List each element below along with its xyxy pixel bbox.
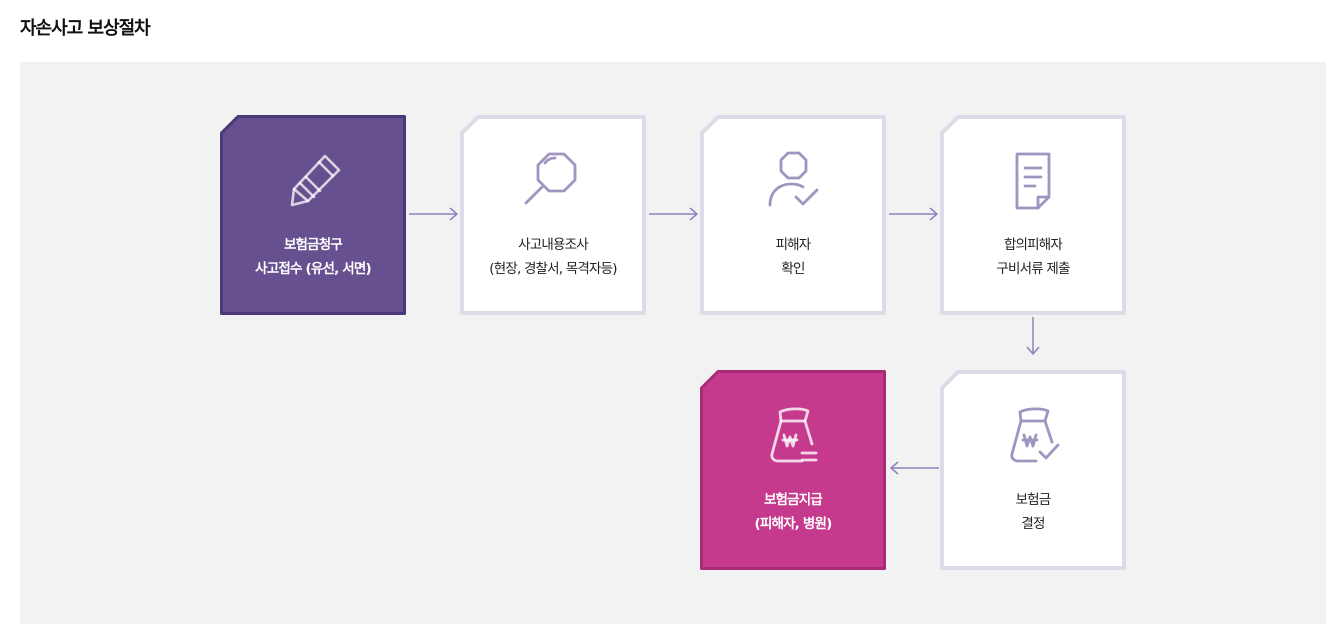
document-icon [1015, 152, 1051, 210]
step-subtitle: (현장, 경찰서, 목격자등) [489, 261, 617, 277]
step-subtitle: 결정 [1021, 516, 1045, 532]
step-title: 보험금지급 [763, 492, 823, 508]
arrow-right-icon [649, 207, 699, 221]
step-title: 보험금청구 [283, 237, 343, 253]
step-title: 사고내용조사 [518, 237, 589, 253]
step-title: 보험금 [1015, 492, 1052, 508]
step-label: 합의피해자 구비서류 제출 [940, 233, 1126, 281]
magnifier-icon [524, 152, 577, 205]
page-title: 자손사고 보상절차 [20, 18, 151, 39]
card-shape [460, 115, 646, 315]
step-card-victim-check: 피해자 확인 [700, 115, 886, 315]
arrow-left-icon [889, 461, 939, 475]
arrow-right-icon [409, 207, 459, 221]
step-label: 사고내용조사 (현장, 경찰서, 목격자등) [460, 233, 646, 281]
step-title: 피해자 [775, 237, 812, 253]
step-subtitle: 사고접수 (유선, 서면) [255, 261, 372, 277]
step-card-decision: 보험금 결정 [940, 370, 1126, 570]
card-shape [700, 115, 886, 315]
arrow-right-icon [889, 207, 939, 221]
money-bag-check-icon [1010, 407, 1060, 463]
pencil-icon [290, 154, 341, 207]
step-title: 합의피해자 [1003, 237, 1063, 253]
card-shape [220, 115, 406, 315]
step-card-investigation: 사고내용조사 (현장, 경찰서, 목격자등) [460, 115, 646, 315]
step-card-payment: 보험금지급 (피해자, 병원) [700, 370, 886, 570]
step-label: 보험금 결정 [940, 488, 1126, 536]
process-panel: 보험금청구 사고접수 (유선, 서면) 사고내용조사 (현장, 경찰서, 목격자… [20, 62, 1326, 624]
step-card-claim: 보험금청구 사고접수 (유선, 서면) [220, 115, 406, 315]
step-subtitle: 구비서류 제출 [996, 261, 1070, 277]
step-label: 보험금청구 사고접수 (유선, 서면) [220, 233, 406, 281]
card-shape [940, 115, 1126, 315]
step-label: 피해자 확인 [700, 233, 886, 281]
money-bag-payment-icon [770, 407, 818, 463]
step-label: 보험금지급 (피해자, 병원) [700, 488, 886, 536]
step-card-documents: 합의피해자 구비서류 제출 [940, 115, 1126, 315]
person-check-icon [768, 151, 819, 207]
step-subtitle: (피해자, 병원) [754, 516, 832, 532]
card-shape [700, 370, 886, 570]
arrow-down-icon [1026, 317, 1040, 356]
card-shape [940, 370, 1126, 570]
step-subtitle: 확인 [781, 261, 805, 277]
